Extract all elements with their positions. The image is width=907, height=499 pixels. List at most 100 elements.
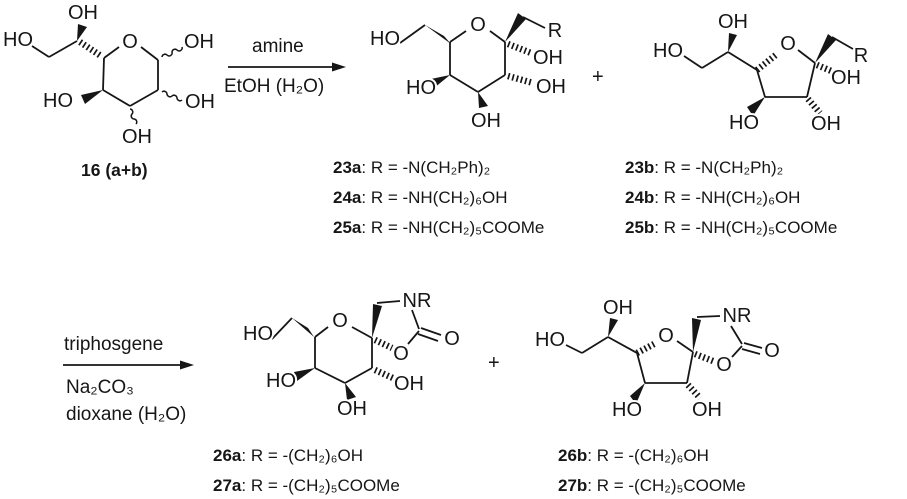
bond-squiggle bbox=[161, 46, 183, 58]
bond-wedge bbox=[608, 318, 618, 337]
atom-label-ho: HO bbox=[729, 112, 759, 134]
bond bbox=[730, 325, 743, 345]
bond bbox=[103, 46, 120, 59]
atom-label-ho: HO bbox=[535, 329, 565, 351]
bond-wedge bbox=[728, 33, 737, 52]
reaction-arrow-step2 bbox=[63, 360, 194, 370]
arrow-head bbox=[332, 62, 346, 72]
product-label-row: 26b: R = -(CH₂)₆OH bbox=[558, 441, 746, 471]
bond-hash bbox=[373, 337, 394, 351]
compound-id: 24b bbox=[625, 188, 655, 207]
bond-wedge bbox=[747, 97, 765, 116]
compound-id: 25a bbox=[333, 218, 362, 237]
bond bbox=[636, 352, 646, 384]
compound-id: 26b bbox=[558, 446, 588, 465]
bond-hash bbox=[805, 96, 823, 116]
bond bbox=[806, 62, 816, 98]
bond-hash bbox=[506, 40, 533, 57]
bond bbox=[565, 344, 583, 354]
bond bbox=[607, 336, 638, 354]
atom-label-ho: HO bbox=[370, 28, 400, 50]
atom-label-oh: OH bbox=[184, 31, 214, 53]
bond-hash bbox=[78, 39, 103, 59]
atom-label-oh: OH bbox=[718, 11, 748, 33]
bond-hash bbox=[693, 350, 715, 365]
atom-label-ho: HO bbox=[653, 40, 683, 62]
step2-reagent-below-2: dioxane (H₂O) bbox=[66, 404, 187, 425]
r-group-definition: : R = -NH(CH₂)₅COOMe bbox=[361, 218, 545, 237]
reaction-arrow-step1 bbox=[228, 62, 346, 72]
bond bbox=[683, 55, 703, 69]
bond-squiggle bbox=[129, 108, 138, 125]
bond bbox=[102, 57, 105, 91]
compound-id: 27a bbox=[213, 476, 242, 495]
product-label-row: 26a: R = -(CH₂)₆OH bbox=[213, 441, 400, 471]
r-group-definition: : R = -NH(CH₂)₅COOMe bbox=[654, 218, 838, 237]
bond-double bbox=[420, 327, 442, 336]
atom-label-carbonyl-o: O bbox=[444, 328, 460, 350]
atom-label-oh: OH bbox=[185, 91, 215, 113]
atom-label-ring-o: O bbox=[780, 33, 796, 55]
r-group-definition: : R = -N(CH₂Ph)₂ bbox=[361, 158, 491, 177]
bond-hash bbox=[507, 72, 534, 87]
bond bbox=[797, 49, 816, 64]
bond bbox=[581, 336, 609, 354]
bond bbox=[727, 51, 758, 71]
bond bbox=[271, 317, 293, 340]
structure-23a-pyranose: HO O R OH OH OH HO bbox=[368, 12, 568, 134]
bond bbox=[344, 367, 373, 384]
bond-wedge bbox=[77, 24, 87, 41]
structure-16-pyranose: OH HO O OH OH OH HO bbox=[1, 0, 217, 150]
atom-label-oh: OH bbox=[68, 2, 98, 24]
bond-wedge bbox=[692, 318, 701, 352]
plus-sign-step1: + bbox=[592, 66, 604, 88]
atom-label-nr: NR bbox=[403, 290, 432, 312]
product-label-row: 24b: R = -NH(CH₂)₆OH bbox=[625, 183, 837, 213]
bond-hash bbox=[373, 367, 397, 382]
atom-label-r: R bbox=[548, 20, 562, 42]
atom-label-oh: OH bbox=[603, 297, 633, 319]
compound-id: 23a bbox=[333, 158, 362, 177]
bond-wedge bbox=[372, 304, 382, 338]
product-label-row: 23a: R = -N(CH₂Ph)₂ bbox=[333, 153, 544, 183]
atom-label-ring-o: O bbox=[470, 14, 486, 36]
step1-reagent-above: amine bbox=[252, 36, 304, 57]
bond-wedge bbox=[431, 75, 450, 88]
step2-furanose-product-labels: 26b: R = -(CH₂)₆OH 27b: R = -(CH₂)₅COOMe bbox=[558, 441, 746, 499]
r-group-definition: : R = -(CH₂)₆OH bbox=[241, 446, 363, 465]
product-label-row: 27b: R = -(CH₂)₅COOMe bbox=[558, 471, 746, 499]
bond-wedge bbox=[81, 90, 103, 104]
bond bbox=[831, 36, 854, 50]
atom-label-oh: OH bbox=[533, 47, 563, 69]
atom-label-ho: HO bbox=[406, 77, 436, 99]
bond-wedge bbox=[345, 383, 356, 400]
bond bbox=[399, 24, 426, 44]
bond bbox=[411, 309, 420, 330]
bond bbox=[407, 330, 420, 345]
atom-label-oh: OH bbox=[337, 398, 367, 420]
step2-pyranose-product-labels: 26a: R = -(CH₂)₆OH 27a: R = -(CH₂)₅COOMe bbox=[213, 441, 400, 499]
compound-id: 25b bbox=[625, 218, 655, 237]
bond-hash bbox=[685, 382, 703, 401]
bond-hash bbox=[815, 62, 838, 76]
atom-label-ring-o: O bbox=[332, 310, 348, 332]
compound-id: 24a bbox=[333, 188, 362, 207]
bond bbox=[376, 300, 401, 304]
r-group-definition: : R = -NH(CH₂)₆OH bbox=[361, 188, 508, 207]
atom-label-ring-o: O bbox=[658, 325, 674, 347]
atom-label-oh: OH bbox=[692, 399, 722, 421]
step1-reagent-below: EtOH (H₂O) bbox=[224, 76, 325, 97]
r-group-definition: : R = -(CH₂)₆OH bbox=[587, 446, 709, 465]
atom-label-ring-o: O bbox=[716, 354, 732, 376]
atom-label-ho: HO bbox=[43, 90, 73, 112]
r-group-definition: : R = -(CH₂)₅COOMe bbox=[587, 476, 746, 495]
atom-label-oh: OH bbox=[831, 67, 861, 89]
atom-label-ho: HO bbox=[3, 29, 33, 51]
atom-label-nr: NR bbox=[723, 305, 752, 327]
bond-double bbox=[741, 348, 761, 355]
atom-label-oh: OH bbox=[536, 76, 566, 98]
bond bbox=[522, 16, 546, 29]
product-label-row: 25b: R = -NH(CH₂)₅COOMe bbox=[625, 213, 837, 243]
bond-hash bbox=[635, 340, 658, 356]
bond bbox=[314, 367, 346, 384]
